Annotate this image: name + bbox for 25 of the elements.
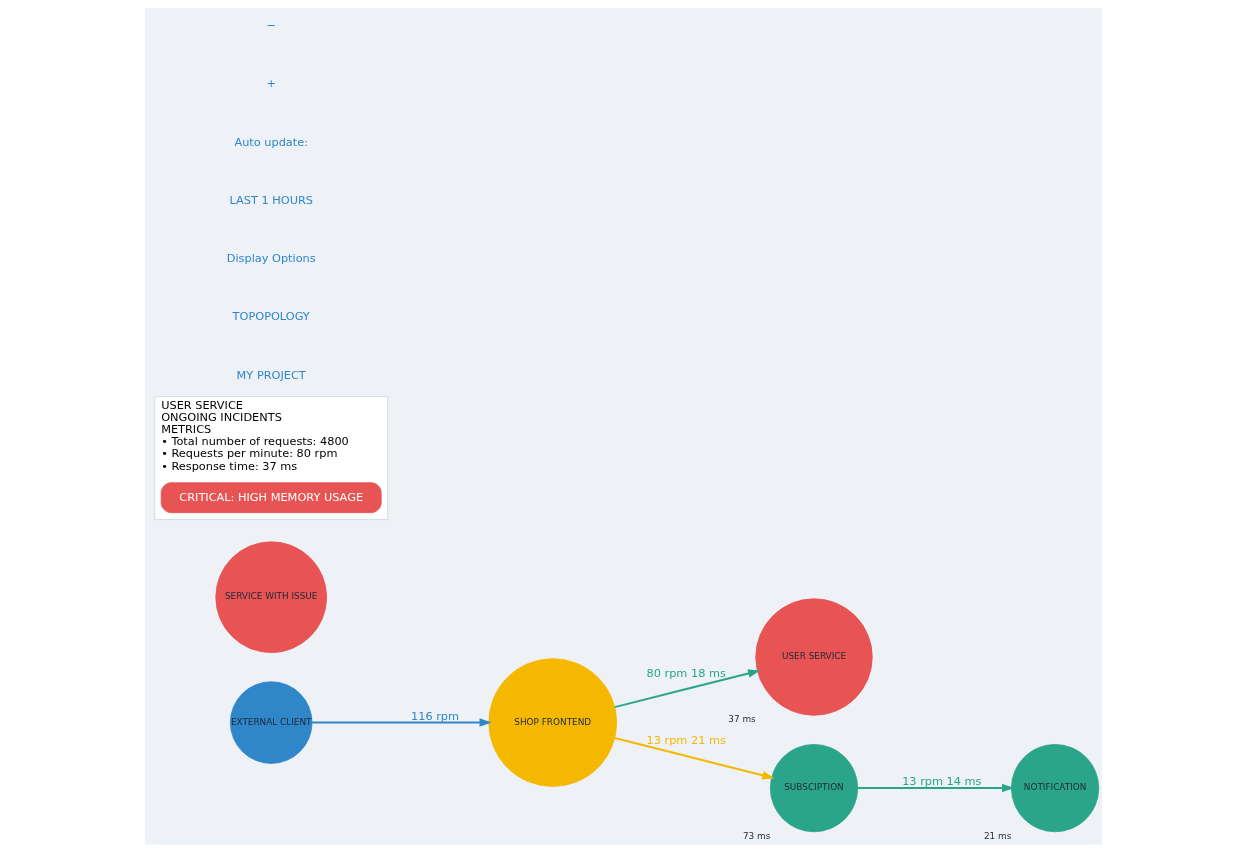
edge-label: 116 rpm bbox=[410, 708, 459, 723]
label: LAST 1 HOURS bbox=[228, 192, 313, 207]
node-circle: EXTERNAL CLIENT bbox=[229, 681, 312, 764]
node-circle: SUBSCIPTION bbox=[769, 744, 858, 833]
arrow bbox=[857, 783, 1014, 793]
node-circle: USER SERVICE bbox=[754, 598, 873, 716]
edge-label: 13 rpm 14 ms bbox=[901, 774, 981, 789]
edge-label: 80 rpm 18 ms bbox=[646, 665, 726, 680]
node-box: CRITICAL: HIGH MEMORY USAGE bbox=[160, 482, 382, 514]
label: TOPOPOLOGY bbox=[232, 309, 310, 324]
arrow bbox=[614, 737, 774, 780]
label: Auto update: bbox=[233, 134, 308, 149]
node-circle: SERVICE WITH ISSUE bbox=[214, 541, 327, 653]
label: − bbox=[265, 18, 276, 33]
arrow bbox=[311, 718, 492, 727]
node-circle: NOTIFICATION bbox=[1010, 744, 1099, 833]
node-circle: SHOP FRONTEND bbox=[487, 658, 617, 787]
label: + bbox=[265, 76, 276, 91]
node-label: 73 ms bbox=[742, 830, 770, 841]
node-label: 37 ms bbox=[727, 714, 756, 725]
arrow bbox=[614, 669, 760, 709]
node-label: 21 ms bbox=[983, 830, 1011, 841]
edge-label: 13 rpm 21 ms bbox=[646, 732, 726, 747]
label: Display Options bbox=[226, 251, 316, 266]
label: MY PROJECT bbox=[236, 367, 306, 382]
